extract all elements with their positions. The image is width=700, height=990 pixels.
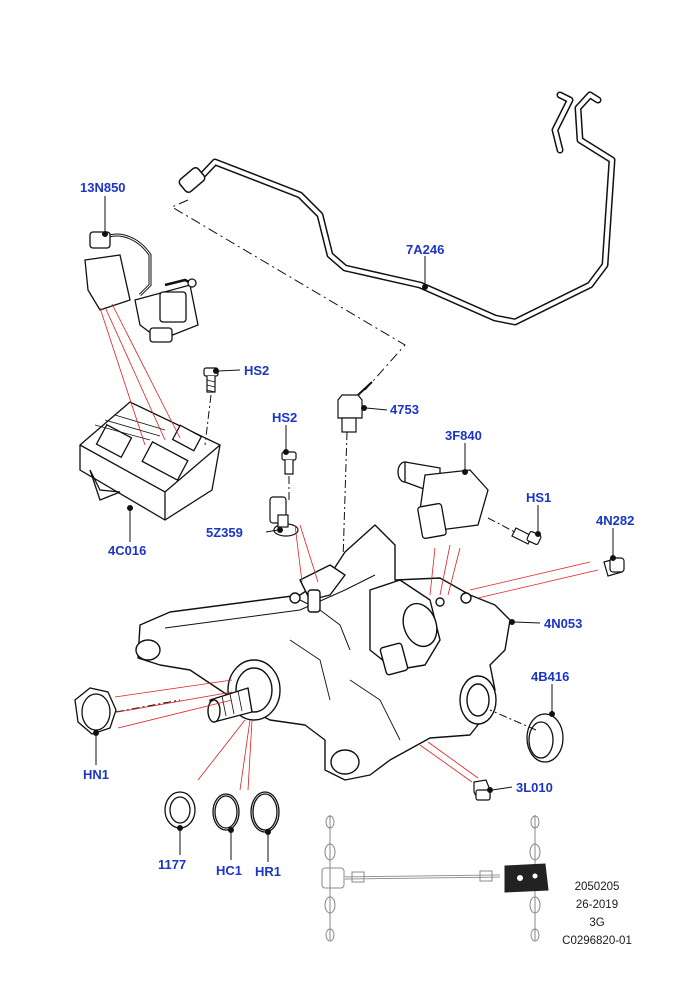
differential-housing [135, 524, 511, 781]
label-13n850[interactable]: 13N850 [80, 180, 126, 195]
label-3l010[interactable]: 3L010 [516, 780, 553, 795]
seal-1177 [164, 791, 196, 829]
label-hs2-lower[interactable]: HS2 [272, 410, 297, 425]
seal-hn1 [74, 687, 117, 735]
label-1177[interactable]: 1177 [158, 857, 186, 872]
label-3f840[interactable]: 3F840 [445, 428, 482, 443]
ref-line-2: 26-2019 [575, 899, 619, 911]
vent-cap [337, 381, 373, 433]
ref-line-3: 3G [589, 917, 605, 929]
pipe-dashed-link [170, 199, 406, 391]
leader-lines [99, 303, 599, 791]
bolt-hs2-lower [281, 451, 297, 475]
label-hs1[interactable]: HS1 [526, 490, 551, 505]
ring-hr1 [250, 791, 280, 833]
bolt-hs2-upper [203, 367, 219, 393]
driveline-locator-thumbnail [321, 815, 549, 942]
seal-4b416 [526, 713, 564, 763]
wiring-harness [84, 231, 199, 343]
label-5z359[interactable]: 5Z359 [206, 525, 243, 540]
label-4b416[interactable]: 4B416 [531, 669, 569, 684]
label-hn1[interactable]: HN1 [83, 767, 109, 782]
plug-3l010 [473, 779, 491, 801]
label-7a246[interactable]: 7A246 [406, 242, 444, 257]
label-4n053[interactable]: 4N053 [544, 616, 582, 631]
ref-line-1: 2050205 [574, 881, 620, 893]
breather-pipe [178, 91, 616, 326]
actuator-motor [397, 461, 489, 540]
bolt-hs1 [511, 527, 542, 546]
label-4n282[interactable]: 4N282 [596, 513, 634, 528]
ref-line-4: C0296820-01 [562, 935, 632, 947]
control-module [79, 401, 221, 521]
part-labels: 13N850 7A246 HS2 4753 HS2 3F840 HS1 4N28… [80, 180, 634, 879]
label-hc1[interactable]: HC1 [216, 863, 242, 878]
label-hr1[interactable]: HR1 [255, 864, 281, 879]
label-4753[interactable]: 4753 [390, 402, 419, 417]
ring-hc1 [212, 793, 240, 831]
label-4c016[interactable]: 4C016 [108, 543, 146, 558]
label-hs2-upper[interactable]: HS2 [244, 363, 269, 378]
drawing-reference: 2050205 26-2019 3G C0296820-01 [552, 880, 642, 949]
callout-leaders [93, 196, 616, 862]
